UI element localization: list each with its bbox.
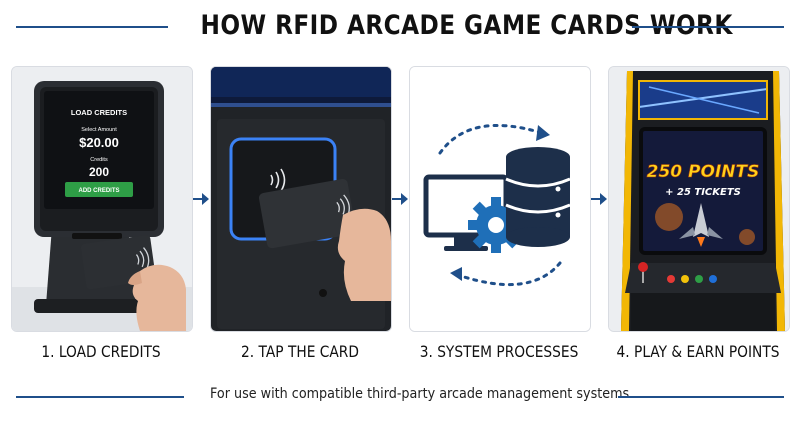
step-3-caption: 3. SYSTEM PROCESSES bbox=[419, 342, 579, 361]
arcade-button-green[interactable] bbox=[695, 275, 703, 283]
cycle-arrow-icon bbox=[456, 261, 562, 287]
step-2-caption: 2. TAP THE CARD bbox=[241, 342, 359, 361]
nfc-contactless-icon bbox=[270, 168, 286, 192]
step-4-panel-play-earn: 250 POINTS + 25 TICKETS bbox=[608, 66, 790, 332]
arcade-illustration: 250 POINTS + 25 TICKETS bbox=[609, 67, 789, 331]
arcade-button-red[interactable] bbox=[667, 275, 675, 283]
kiosk-amount-value: $20.00 bbox=[79, 135, 119, 150]
add-credits-button-label: ADD CREDITS bbox=[78, 188, 119, 194]
kiosk-screen-heading: LOAD CREDITS bbox=[71, 108, 127, 117]
footer-rule-right bbox=[618, 396, 784, 398]
joystick[interactable] bbox=[638, 262, 648, 272]
footer-disclaimer: For use with compatible third-party arca… bbox=[210, 386, 634, 402]
add-credits-button[interactable] bbox=[65, 182, 133, 197]
kiosk-credits-label: Credits bbox=[90, 157, 108, 163]
title-rule-left bbox=[16, 26, 168, 28]
step-3-panel-system-processes bbox=[409, 66, 591, 332]
database-icon bbox=[505, 147, 571, 247]
step-arrow-3 bbox=[591, 193, 607, 205]
arcade-button-yellow[interactable] bbox=[681, 275, 689, 283]
system-illustration bbox=[410, 67, 590, 331]
kiosk-illustration: LOAD CREDITS Select Amount $20.00 Credit… bbox=[12, 67, 192, 331]
arcade-button-blue[interactable] bbox=[709, 275, 717, 283]
kiosk-credits-value: 200 bbox=[89, 165, 109, 179]
step-arrow-1 bbox=[193, 193, 209, 205]
kiosk-amount-label: Select Amount bbox=[81, 127, 117, 133]
page-title: HOW RFID ARCADE GAME CARDS WORK bbox=[200, 10, 733, 41]
step-2-panel-tap-card bbox=[210, 66, 392, 332]
rfid-card bbox=[258, 178, 356, 249]
tap-illustration bbox=[211, 67, 391, 331]
points-display: 250 POINTS bbox=[647, 162, 760, 182]
hand-graphic bbox=[132, 264, 186, 331]
hand-graphic bbox=[337, 208, 391, 301]
tickets-display: + 25 TICKETS bbox=[665, 187, 741, 198]
step-1-panel-load-credits: LOAD CREDITS Select Amount $20.00 Credit… bbox=[11, 66, 193, 332]
cycle-arrow-icon bbox=[438, 123, 544, 155]
spaceship-graphic bbox=[679, 203, 723, 247]
step-arrow-2 bbox=[392, 193, 408, 205]
title-row: HOW RFID ARCADE GAME CARDS WORK bbox=[0, 0, 800, 52]
title-rule-right bbox=[632, 26, 784, 28]
step-4-caption: 4. PLAY & EARN POINTS bbox=[616, 342, 780, 361]
footer-rule-left bbox=[16, 396, 184, 398]
step-1-caption: 1. LOAD CREDITS bbox=[41, 342, 161, 361]
